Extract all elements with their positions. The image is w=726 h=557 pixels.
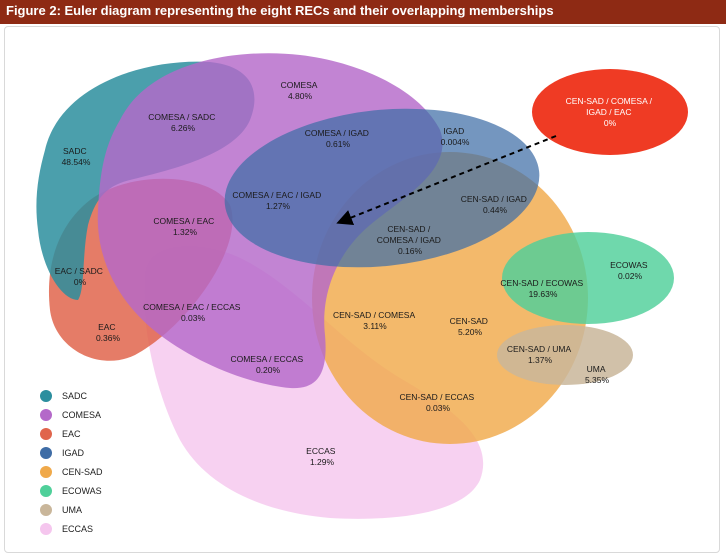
region-labels: COMESA 4.80% COMESA / SADC 6.26% SADC 48… [55,80,655,467]
legend-label-igad: IGAD [62,448,85,458]
label-comesa: COMESA 4.80% [281,80,320,101]
label-comesa-igad: COMESA / IGAD 0.61% [305,128,372,149]
legend-swatch-eac [40,428,52,440]
label-comesa-sadc: COMESA / SADC 6.26% [148,112,217,133]
legend-swatch-eccas [40,523,52,535]
ecowas-set [502,232,674,324]
highlight-oval [532,69,688,155]
figure-title: Figure 2: Euler diagram representing the… [0,0,726,24]
label-eac: EAC 0.36% [96,322,121,343]
legend-swatch-sadc [40,390,52,402]
label-igad: IGAD 0.004% [441,126,470,147]
label-eccas: ECCAS 1.29% [306,446,338,467]
legend-label-eac: EAC [62,429,81,439]
pointer-arrow [336,135,557,225]
legend-swatch-igad [40,447,52,459]
legend-swatch-comesa [40,409,52,421]
legend-label-uma: UMA [62,505,82,515]
legend-swatch-uma [40,504,52,516]
legend-label-sadc: SADC [62,391,88,401]
label-eac-sadc: EAC / SADC 0% [55,266,106,287]
label-censad: CEN-SAD 5.20% [450,316,491,337]
legend-label-cen-sad: CEN-SAD [62,467,103,477]
label-censad-comesa-igad: CEN-SAD / COMESA / IGAD 0.16% [377,224,444,256]
label-ecowas: ECOWAS 0.02% [610,260,650,281]
label-censad-ecowas: CEN-SAD / ECOWAS 19.63% [500,278,585,299]
igad-set [224,108,540,268]
legend: SADC COMESA EAC IGAD CEN-SAD ECOWAS UMA ECCAS [40,390,103,535]
legend-label-comesa: COMESA [62,410,101,420]
label-comesa-eac: COMESA / EAC 1.32% [153,216,216,237]
legend-swatch-cen-sad [40,466,52,478]
label-uma: UMA 5.35% [585,364,610,385]
label-comesa-eac-eccas: COMESA / EAC / ECCAS 0.03% [143,302,243,323]
legend-label-eccas: ECCAS [62,524,93,534]
label-censad-comesa-igad-eac: CEN-SAD / COMESA / IGAD / EAC 0% [566,96,655,128]
label-censad-igad: CEN-SAD / IGAD 0.44% [461,194,530,215]
legend-swatch-ecowas [40,485,52,497]
label-censad-comesa: CEN-SAD / COMESA 3.11% [333,310,417,331]
diagram-frame [4,26,720,553]
label-sadc: SADC 48.54% [62,146,91,167]
label-censad-uma: CEN-SAD / UMA 1.37% [507,344,573,365]
uma-set [497,325,633,385]
label-censad-eccas: CEN-SAD / ECCAS 0.03% [400,392,477,413]
label-comesa-eccas: COMESA / ECCAS 0.20% [230,354,305,375]
label-comesa-eac-igad: COMESA / EAC / IGAD 1.27% [232,190,323,211]
legend-label-ecowas: ECOWAS [62,486,102,496]
